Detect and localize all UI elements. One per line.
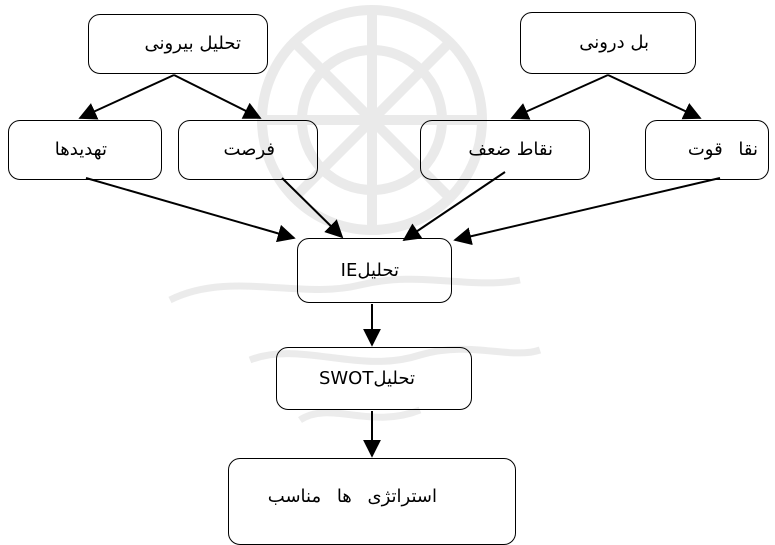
node-weaknesses: نقاط ضعف (420, 120, 590, 180)
edge-threats-to-ie (85, 177, 296, 243)
edge-weaknesses-to-ie (402, 171, 506, 242)
node-external-analysis-label: تحلیل بیرونی (144, 33, 241, 55)
node-weaknesses-label: نقاط ضعف (468, 139, 553, 161)
node-ie-analysis-label: IEتحلیل (340, 259, 399, 281)
edge-opportunities-to-ie (281, 177, 344, 239)
node-strategies: استراتژی ها مناسب (228, 458, 516, 545)
node-ie-analysis: IEتحلیل (297, 238, 452, 303)
edge-internal-to-strengths (607, 74, 702, 120)
edge-external-to-opportunities (173, 74, 262, 119)
node-strengths-label: نقا قوت (687, 139, 758, 161)
node-internal-analysis: بل درونی (520, 12, 696, 74)
edge-strengths-to-ie (453, 177, 721, 246)
node-strengths: نقا قوت (645, 120, 769, 180)
node-opportunities: فرصت (178, 120, 318, 180)
edge-internal-to-weaknesses (510, 74, 609, 120)
node-internal-analysis-label: بل درونی (579, 32, 649, 54)
node-threats: تهدیدها (8, 120, 162, 180)
node-strategies-label: استراتژی ها مناسب (267, 486, 437, 507)
node-swot-analysis: SWOTتحلیل (276, 347, 472, 410)
node-opportunities-label: فرصت (223, 139, 276, 161)
node-threats-label: تهدیدها (54, 139, 107, 161)
edge-external-to-threats (78, 74, 175, 120)
node-swot-analysis-label: SWOTتحلیل (318, 367, 415, 389)
node-external-analysis: تحلیل بیرونی (88, 14, 268, 74)
